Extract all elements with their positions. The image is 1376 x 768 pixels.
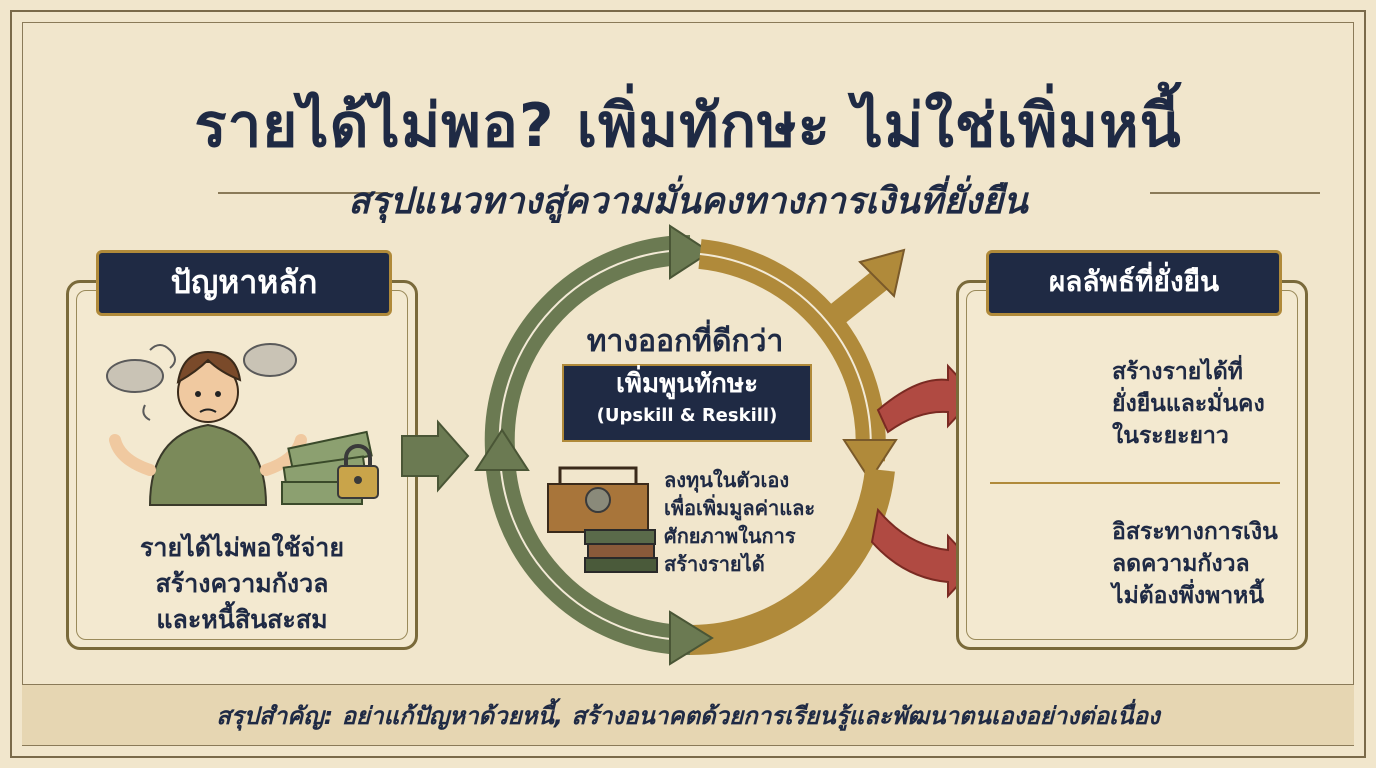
outcome-divider <box>990 482 1280 484</box>
outcome2-line-3: ไม่ต้องพึ่งพาหนี้ <box>1112 583 1265 609</box>
arrow-to-solution-icon <box>401 419 470 493</box>
page-subtitle: สรุปแนวทางสู่ความมั่นคงทางการเงินที่ยั่ง… <box>348 181 1028 222</box>
problem-line-1: รายได้ไม่พอใช้จ่าย <box>140 533 344 562</box>
subtitle-divider-left <box>218 192 388 194</box>
outcome1-line-2: ยั่งยืนและมั่นคง <box>1112 391 1265 417</box>
inner-frame <box>22 22 1354 746</box>
solution-line-3: ศักยภาพในการ <box>664 524 796 548</box>
solution-ribbon-sub: (Upskill & Reskill) <box>596 405 778 426</box>
solution-heading: ทางออกที่ดีกว่า <box>586 324 784 359</box>
solution-line-4: สร้างรายได้ <box>664 552 765 576</box>
subtitle-divider-right <box>1150 192 1320 194</box>
outer-frame <box>10 10 1366 758</box>
worried-person-icon <box>106 343 307 506</box>
solution-ribbon-main: เพิ่มพูนทักษะ <box>615 369 759 399</box>
summary-text: สรุปสำคัญ: อย่าแก้ปัญหาด้วยหนี้, สร้างอน… <box>216 702 1160 730</box>
money-lock-icon <box>281 430 379 505</box>
outcome2-line-2: ลดความกังวล <box>1112 551 1250 577</box>
solution-line-1: ลงทุนในตัวเอง <box>664 468 790 492</box>
outcome-heading: ผลลัพธ์ที่ยั่งยืน <box>986 250 1282 316</box>
outcome2-line-1: อิสระทางการเงิน <box>1112 519 1278 545</box>
solution-line-2: เพื่อเพิ่มมูลค่าและ <box>664 496 816 520</box>
page-title: รายได้ไม่พอ? เพิ่มทักษะ ไม่ใช่เพิ่มหนี้ <box>194 91 1182 161</box>
toolbox-books-icon <box>547 466 658 573</box>
outcome1-line-3: ในระยะยาว <box>1112 423 1229 449</box>
solution-ribbon: เพิ่มพูนทักษะ (Upskill & Reskill) <box>562 364 812 442</box>
summary-bar <box>22 684 1354 745</box>
outcome1-line-1: สร้างรายได้ที่ <box>1112 359 1243 385</box>
problem-line-2: สร้างความกังวล <box>155 569 329 598</box>
cycle-arrows-icon <box>474 224 906 666</box>
outcome-panel <box>956 280 1308 650</box>
problem-line-3: และหนี้สินสะสม <box>156 605 328 634</box>
problem-heading: ปัญหาหลัก <box>96 250 392 316</box>
